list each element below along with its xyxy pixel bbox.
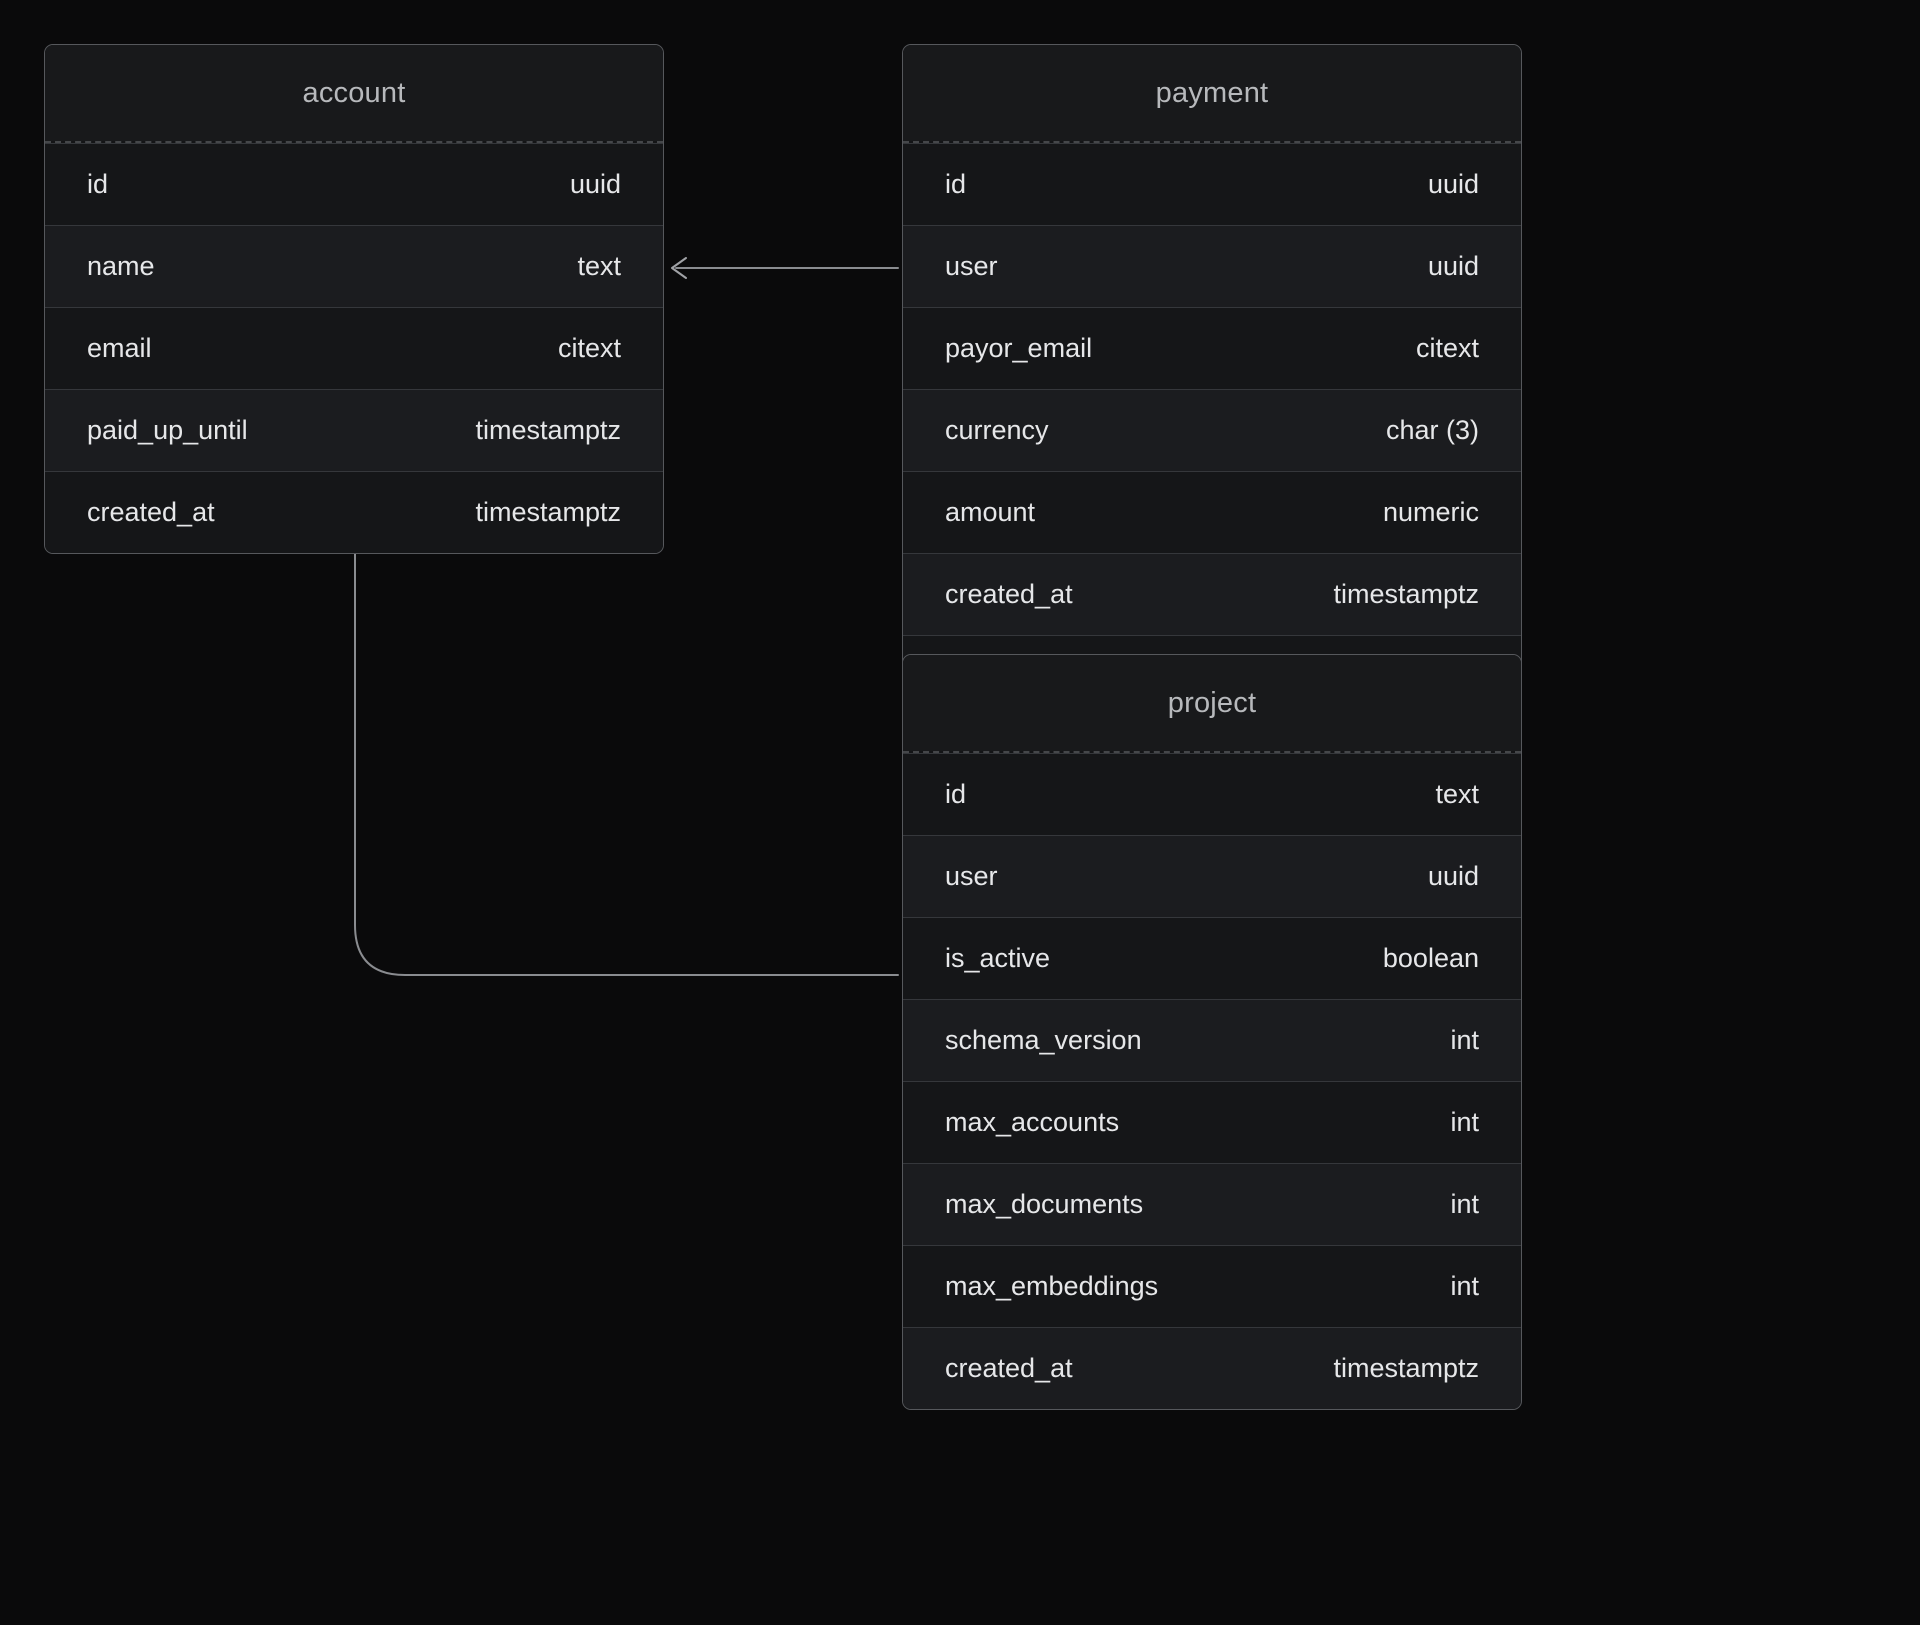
field-name: is_active bbox=[945, 943, 1051, 973]
edge-payment-to-account bbox=[671, 257, 899, 279]
field-name: user bbox=[945, 861, 998, 891]
field-type: int bbox=[1450, 1107, 1479, 1137]
field-type: citext bbox=[557, 333, 621, 363]
field-name: created_at bbox=[945, 1353, 1073, 1383]
field-row-payment-currency[interactable]: currency char (3) bbox=[903, 389, 1521, 471]
field-name: user bbox=[945, 251, 998, 281]
field-type: numeric bbox=[1382, 497, 1479, 527]
entity-account-header-divider bbox=[45, 141, 663, 143]
field-row-payment-id[interactable]: id uuid bbox=[903, 143, 1521, 225]
field-row-payment-payor-email[interactable]: payor_email citext bbox=[903, 307, 1521, 389]
field-row-project-max-embeddings[interactable]: max_embeddings int bbox=[903, 1245, 1521, 1327]
field-name: max_embeddings bbox=[945, 1271, 1159, 1301]
field-row-project-user[interactable]: user uuid bbox=[903, 835, 1521, 917]
field-row-account-paid-up-until[interactable]: paid_up_until timestamptz bbox=[45, 389, 663, 471]
entity-account[interactable]: account id uuid name text email citext p… bbox=[44, 44, 664, 554]
entity-project-title: project bbox=[903, 655, 1521, 751]
field-name: currency bbox=[945, 415, 1049, 445]
field-name: name bbox=[87, 251, 155, 281]
field-type: boolean bbox=[1382, 943, 1479, 973]
field-name: id bbox=[945, 169, 967, 199]
entity-payment-title: payment bbox=[903, 45, 1521, 141]
field-type: int bbox=[1450, 1025, 1479, 1055]
field-row-project-is-active[interactable]: is_active boolean bbox=[903, 917, 1521, 999]
field-name: id bbox=[945, 779, 967, 809]
field-row-project-schema-version[interactable]: schema_version int bbox=[903, 999, 1521, 1081]
field-name: max_accounts bbox=[945, 1107, 1120, 1137]
field-type: int bbox=[1450, 1189, 1479, 1219]
entity-account-title: account bbox=[45, 45, 663, 141]
field-row-account-name[interactable]: name text bbox=[45, 225, 663, 307]
entity-payment[interactable]: payment id uuid user uuid payor_email ci… bbox=[902, 44, 1522, 718]
field-name: id bbox=[87, 169, 109, 199]
field-name: amount bbox=[945, 497, 1036, 527]
field-type: uuid bbox=[1427, 251, 1479, 281]
field-type: timestamptz bbox=[475, 497, 621, 527]
field-type: text bbox=[1435, 779, 1479, 809]
field-row-project-created-at[interactable]: created_at timestamptz bbox=[903, 1327, 1521, 1409]
field-type: timestamptz bbox=[475, 415, 621, 445]
entity-project-header-divider bbox=[903, 751, 1521, 753]
field-type: char (3) bbox=[1385, 415, 1479, 445]
field-type: citext bbox=[1415, 333, 1479, 363]
field-row-payment-amount[interactable]: amount numeric bbox=[903, 471, 1521, 553]
field-type: uuid bbox=[1427, 861, 1479, 891]
field-name: created_at bbox=[945, 579, 1073, 609]
field-type: text bbox=[577, 251, 621, 281]
field-type: int bbox=[1450, 1271, 1479, 1301]
field-row-project-max-accounts[interactable]: max_accounts int bbox=[903, 1081, 1521, 1163]
field-type: timestamptz bbox=[1333, 1353, 1479, 1383]
field-type: uuid bbox=[569, 169, 621, 199]
field-name: email bbox=[87, 333, 152, 363]
field-row-account-id[interactable]: id uuid bbox=[45, 143, 663, 225]
field-row-project-id[interactable]: id text bbox=[903, 753, 1521, 835]
field-name: schema_version bbox=[945, 1025, 1142, 1055]
field-row-payment-user[interactable]: user uuid bbox=[903, 225, 1521, 307]
field-row-account-created-at[interactable]: created_at timestamptz bbox=[45, 471, 663, 553]
field-name: payor_email bbox=[945, 333, 1093, 363]
field-name: paid_up_until bbox=[87, 415, 248, 445]
field-row-account-email[interactable]: email citext bbox=[45, 307, 663, 389]
field-type: uuid bbox=[1427, 169, 1479, 199]
field-row-project-max-documents[interactable]: max_documents int bbox=[903, 1163, 1521, 1245]
field-type: timestamptz bbox=[1333, 579, 1479, 609]
edge-project-to-account bbox=[344, 485, 899, 976]
field-name: max_documents bbox=[945, 1189, 1144, 1219]
entity-payment-header-divider bbox=[903, 141, 1521, 143]
field-row-payment-created-at[interactable]: created_at timestamptz bbox=[903, 553, 1521, 635]
entity-project[interactable]: project id text user uuid is_active bool… bbox=[902, 654, 1522, 1410]
field-name: created_at bbox=[87, 497, 215, 527]
